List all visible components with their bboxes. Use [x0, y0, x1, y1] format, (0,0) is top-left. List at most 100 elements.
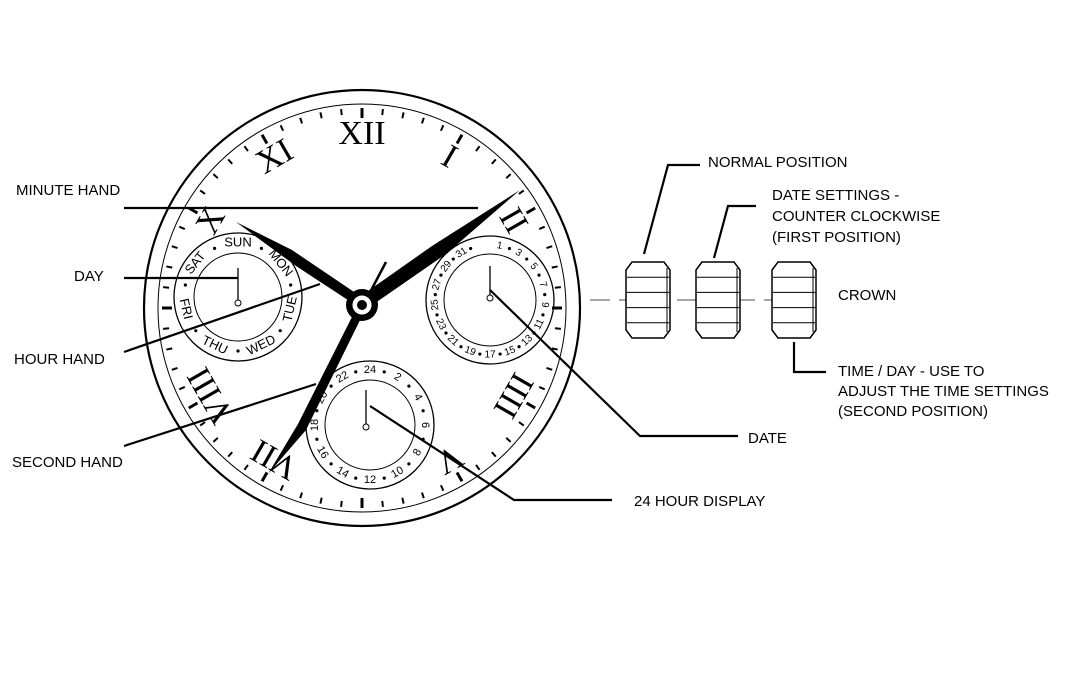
label-24-hour-display: 24 HOUR DISPLAY	[634, 493, 766, 510]
hour24-subdial-label-dot	[315, 409, 319, 413]
crown-normal-position	[625, 261, 671, 339]
minute-tick	[199, 421, 206, 427]
minute-tick	[491, 451, 497, 458]
hour24-subdial-label: 10	[389, 464, 406, 481]
minute-tick	[162, 286, 170, 289]
date-subdial-label: 19	[463, 344, 478, 358]
minute-ticks	[162, 108, 562, 508]
date-subdial-label: 7	[537, 280, 549, 289]
minute-tick	[178, 385, 186, 391]
minute-tick	[439, 124, 445, 132]
crown-first-position	[695, 261, 741, 339]
label-minute-hand: MINUTE HAND	[16, 182, 121, 199]
minute-tick	[491, 158, 497, 165]
hour24-subdial-label-dot	[315, 437, 319, 441]
minute-tick	[227, 451, 233, 458]
date-subdial-label: 27	[430, 277, 444, 291]
hour24-subdial-label: 16	[314, 444, 331, 461]
hour24-subdial-label: 12	[364, 474, 376, 486]
minute-tick	[212, 173, 219, 179]
minute-tick	[401, 497, 405, 504]
date-subdial-label-dot	[439, 273, 443, 277]
minute-tick	[420, 117, 425, 124]
minute-tick	[162, 327, 170, 330]
hour24-subdial-label: 24	[364, 364, 376, 376]
label-normal-position: NORMAL POSITION	[708, 154, 848, 171]
minute-tick	[455, 471, 464, 482]
day-subdial-label: SUN	[224, 234, 251, 249]
minute-tick	[171, 366, 178, 371]
minute-tick	[171, 245, 178, 250]
minute-tick	[188, 401, 199, 410]
date-subdial-label-dot	[433, 293, 437, 297]
minute-tick	[475, 464, 481, 471]
minute-tick	[475, 145, 481, 152]
hour24-subdial-label-dot	[421, 409, 425, 413]
leader-normal-position	[642, 163, 700, 255]
minute-tick	[319, 112, 323, 119]
hour24-subdial-label-dot	[407, 384, 411, 388]
label-crown: CROWN	[838, 287, 897, 304]
date-subdial-label-dot	[451, 257, 455, 261]
date-subdial-label-dot	[543, 293, 547, 297]
day-subdial-label-dot	[212, 246, 217, 250]
hour24-subdial-label-dot	[329, 384, 333, 388]
label-date-settings-line1: DATE SETTINGS -	[772, 187, 900, 204]
hour24-subdial-label: 18	[309, 419, 321, 431]
minute-tick	[518, 189, 525, 195]
minute-tick	[455, 134, 464, 145]
date-subdial-label-dot	[478, 352, 482, 356]
second-hand	[268, 305, 364, 474]
minute-tick	[525, 206, 536, 215]
watch-case-inner	[157, 103, 567, 513]
minute-tick	[212, 437, 219, 443]
day-subdial-label: FRI	[177, 297, 196, 321]
hour-hand	[236, 222, 360, 304]
leader-lines	[123, 163, 826, 502]
date-subdial-label: 15	[503, 344, 518, 358]
date-subdial-label: 1	[496, 240, 504, 252]
label-day: DAY	[74, 268, 104, 285]
day-subdial-label-dot	[236, 349, 240, 353]
label-date-settings-line2: COUNTER CLOCKWISE	[772, 208, 941, 225]
hour24-subdial-label-dot	[329, 462, 333, 466]
day-subdial-pivot	[234, 299, 242, 307]
label-time-day-line2: ADJUST THE TIME SETTINGS	[838, 383, 1049, 400]
date-subdial-label-dot	[459, 345, 463, 349]
date-subdial-label-dot	[517, 345, 521, 349]
leader-date-settings	[712, 204, 756, 259]
date-subdial-label-dot	[537, 273, 541, 277]
date-subdial-label: 3	[513, 247, 524, 260]
date-subdial-label-dot	[507, 246, 511, 251]
minute-tick	[260, 134, 269, 145]
date-subdial-label: 9	[539, 302, 550, 309]
minute-tick	[538, 225, 546, 231]
hour24-subdial-label: 6	[419, 422, 431, 428]
minute-tick	[299, 492, 304, 499]
minute-tick	[551, 265, 558, 269]
hour24-subdial-label: 2	[392, 371, 403, 384]
minute-tick	[546, 245, 553, 250]
crown-second-position	[771, 261, 817, 339]
hour24-subdial-pivot	[362, 423, 370, 431]
minute-tick	[299, 117, 304, 124]
leader-date	[489, 289, 738, 438]
minute-tick	[381, 500, 384, 508]
minute-tick	[439, 484, 445, 492]
minute-tick	[401, 112, 405, 119]
minute-tick	[420, 492, 425, 499]
minute-tick	[178, 225, 186, 231]
date-subdial-label-dot	[498, 352, 502, 356]
minute-tick	[279, 124, 285, 132]
minute-tick	[505, 173, 512, 179]
minute-tick	[518, 421, 525, 427]
minute-tick	[551, 347, 558, 351]
day-subdial-label-dot	[194, 329, 198, 333]
minute-tick	[199, 189, 206, 195]
day-subdial-label: TUE	[279, 294, 299, 323]
date-subdial-label-dot	[525, 257, 529, 261]
minute-tick	[505, 437, 512, 443]
leader-hour-hand	[123, 282, 321, 354]
hour24-subdial-label-dot	[354, 370, 358, 374]
